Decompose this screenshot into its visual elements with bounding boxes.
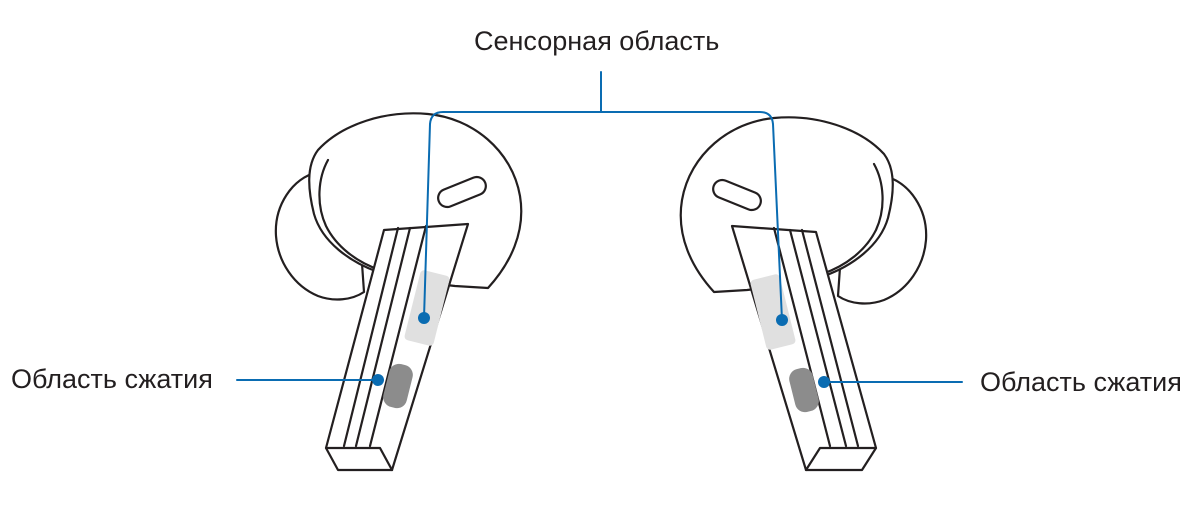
right-touch-highlight — [750, 274, 796, 350]
right-press-pad — [789, 367, 819, 413]
touch-dot-left — [418, 312, 430, 324]
left-stem-tip — [324, 446, 394, 472]
touch-dot-right — [776, 314, 788, 326]
left-earbud — [274, 112, 523, 472]
callout-dots — [372, 312, 830, 388]
right-sensor-slot — [712, 178, 762, 212]
left-stem-edge — [368, 224, 428, 448]
press-dot-left — [372, 374, 384, 386]
right-stem-groove-2 — [788, 228, 848, 448]
right-stem-groove — [800, 228, 860, 448]
press-dot-right — [818, 376, 830, 388]
left-press-pad — [383, 363, 413, 409]
left-stem-groove-2 — [354, 226, 412, 448]
left-earbud-body — [308, 112, 523, 290]
left-sensor-slot — [437, 175, 487, 209]
touch-area-bracket — [423, 111, 783, 321]
right-body-inner-contour — [820, 162, 884, 276]
press-area-left-label: Область сжатия — [11, 364, 213, 394]
press-area-right-label: Область сжатия — [980, 367, 1182, 397]
right-earbud-body — [679, 116, 894, 294]
left-stem-groove — [342, 226, 400, 448]
left-body-inner-contour — [318, 158, 382, 272]
left-touch-highlight — [404, 270, 450, 346]
right-earbud — [679, 116, 928, 472]
callouts — [236, 71, 963, 383]
right-stem-edge — [772, 226, 832, 448]
right-stem-tip — [804, 446, 878, 472]
touch-area-label: Сенсорная область — [474, 26, 720, 56]
